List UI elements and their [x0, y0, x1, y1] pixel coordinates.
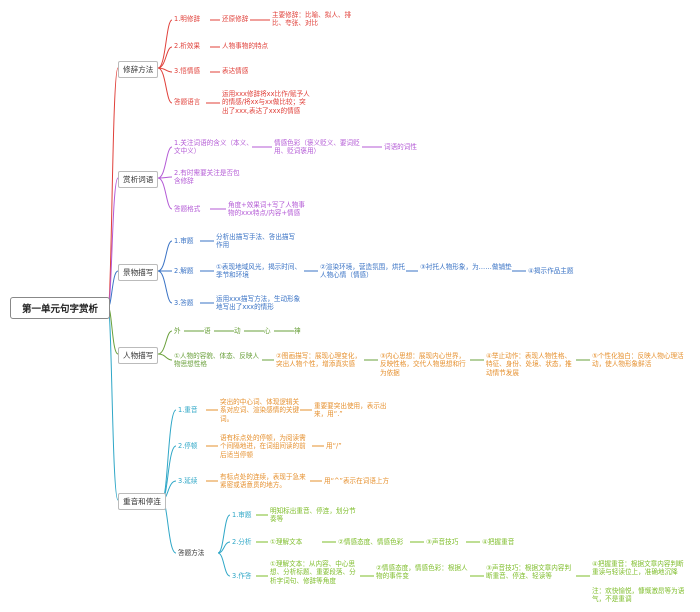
- character-kind-3: 动: [234, 327, 244, 336]
- stress-step-1-text: 突出的中心词、体现逻辑关系对应词、渲染感情的关键词。: [220, 398, 300, 423]
- method-answer-2: ②情感态度，情感色彩：根据人物的事件变: [376, 564, 468, 581]
- answer-method: 答题方法: [178, 549, 205, 557]
- stress-step-3-mark: 用“^”表示在词语上方: [324, 477, 390, 485]
- character-effect-1: ①人物的容貌、体态、反映人物思想性格: [174, 352, 260, 369]
- method-analyze-2: ②情感态度、情感色彩: [338, 538, 404, 546]
- branch-scenery: 景物描写: [118, 264, 159, 281]
- rhetoric-step-2: 2.析效果: [174, 42, 201, 50]
- stress-step-3: 3.延续: [178, 477, 198, 485]
- rhetoric-step-3: 3.悟情感: [174, 67, 201, 75]
- words-answer: 答题格式: [174, 205, 201, 213]
- method-analyze-4: ④把握重音: [482, 538, 515, 546]
- words-step-1-mid: 情感色彩（褒义贬义、要词贬用、贬词褒用）: [274, 139, 360, 156]
- branch-rhetoric: 修辞方法: [118, 61, 159, 78]
- method-answer-3: ③声音技巧：根据文章内容判断重音、停连、轻读等: [486, 564, 572, 581]
- rhetoric-answer-text: 运用xxx修辞将xx比作/赋予人的情感/将xx与xx做比较；突出了xxx,表达了…: [222, 90, 310, 115]
- words-step-2: 2.有时需要关注是否包含修辞: [174, 169, 240, 186]
- method-step-3: 3.作答: [232, 572, 252, 580]
- character-effect-3: ③内心思想：展现内心世界，反映性格，交代人物思想和行为依据: [380, 352, 466, 377]
- method-analyze-3: ③声音技巧: [426, 538, 459, 546]
- method-answer-4: ④把握重音：根据文章内容判断重读与轻读位上，准确地沉降: [592, 560, 684, 577]
- stress-step-2: 2.停顿: [178, 442, 198, 450]
- branch-words: 赏析词语: [118, 171, 159, 188]
- character-effect-4: ④举止动作：表现人物性格、特征、身份、处境、状态，推动情节发展: [486, 352, 572, 377]
- root-topic: 第一单元句字赏析: [10, 297, 110, 319]
- scenery-step-3: 3.答题: [174, 299, 194, 307]
- method-analyze-1: ①理解文本: [270, 538, 303, 546]
- stress-step-1: 1.重音: [178, 406, 198, 414]
- character-kind-2: 语: [204, 327, 214, 336]
- rhetoric-step-1-mid: 还原修辞: [222, 15, 249, 23]
- scenery-step-2: 2.解题: [174, 267, 194, 275]
- words-step-1-tail: 词语的词性: [384, 143, 417, 151]
- scenery-solve-1: ①表现地域风光，揭示时间、季节和环境: [216, 263, 302, 280]
- character-kind-5: 神: [294, 327, 304, 336]
- stress-step-2-text: 语有标点处的停顿，为阅读需个间隔地进，在词组间读的前后适当停顿: [220, 434, 306, 459]
- character-effect-2: ②图画描写：展现心理变化，突出人物个性，增添真实感: [276, 352, 362, 369]
- method-step-1: 1.审题: [232, 511, 252, 519]
- character-kind-1: 外: [174, 327, 184, 336]
- stress-step-2-mark: 用“/”: [326, 442, 342, 450]
- scenery-step-3-text: 运用xxx描写方法，生动形象地写出了xxx的情形: [216, 295, 301, 312]
- method-note: 注：欢快愉悦，慷慨激昂等为语气，不是重调: [592, 587, 685, 604]
- scenery-step-1-text: 分析出描写手法、答出描写作用: [216, 233, 296, 250]
- words-step-1: 1.关注词语的含义（本义、文中义）: [174, 139, 253, 156]
- rhetoric-answer: 答题语言: [174, 98, 201, 106]
- branch-character: 人物描写: [118, 347, 159, 364]
- rhetoric-step-1: 1.明修辞: [174, 15, 201, 23]
- words-answer-text: 角度+效果词+写了人物事物的xxx特点/内容+情感: [228, 201, 305, 218]
- scenery-step-1: 1.审题: [174, 237, 194, 245]
- method-step-2: 2.分析: [232, 538, 252, 546]
- stress-step-3-text: 有标点处的连续，表现于急来紧密或语意贯的地方。: [220, 473, 306, 490]
- scenery-solve-4: ④揭示作品主题: [528, 267, 574, 275]
- character-kind-4: 心: [264, 327, 274, 336]
- character-effect-5: ⑤个性化独白：反映人物心理活动，使人物形象鲜活: [592, 352, 684, 369]
- scenery-solve-2: ②渲染环境，营造氛围，烘托人物心情（情感）: [320, 263, 406, 280]
- scenery-solve-3: ③衬托人物形象，为……做铺垫: [420, 263, 512, 271]
- rhetoric-step-1-tail: 主要修辞：比喻、拟人、排比、夸张、对比: [272, 11, 352, 28]
- branch-stress: 重音和停连: [118, 493, 166, 510]
- method-step-1-text: 明知标出重音、停连，划分节奏等: [270, 507, 356, 524]
- rhetoric-step-3-mid: 表达情感: [222, 67, 249, 75]
- rhetoric-step-2-mid: 人物事物的特点: [222, 42, 269, 50]
- method-answer-1: ①理解文本：从内容、中心思想、分析标题、重要段落、分析字词句、修辞等角度: [270, 560, 356, 585]
- stress-step-1-mark: 重要要突出使用，表示出来，用“.”: [314, 402, 387, 419]
